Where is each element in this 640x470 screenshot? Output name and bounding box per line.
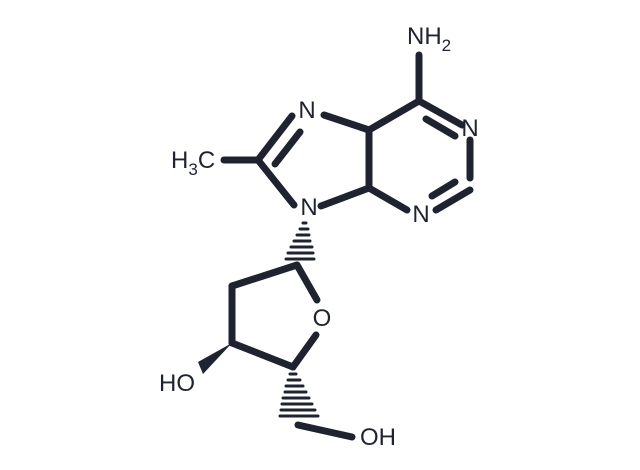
bond-c6-c5 bbox=[365, 97, 423, 134]
amine-label: NH2 bbox=[407, 23, 451, 55]
wedge-c3p-oh bbox=[198, 343, 232, 374]
bond-n7-c8 bbox=[254, 112, 296, 164]
bond-c8-n9 bbox=[254, 156, 298, 209]
bond-n7-c8-inner bbox=[271, 128, 304, 168]
n1-label: N bbox=[461, 115, 478, 142]
bond-c3p-c4p bbox=[228, 339, 297, 371]
bond-c1-c2p bbox=[228, 261, 301, 290]
bond-c2-n3 bbox=[432, 186, 474, 214]
bond-c6-n1-inner bbox=[422, 115, 459, 140]
n7-label: N bbox=[298, 97, 315, 124]
hydroxyl-3-label: HO bbox=[159, 370, 195, 397]
bond-o4p-c1 bbox=[293, 261, 321, 304]
bond-n9-c4 bbox=[317, 184, 373, 210]
ring-oxygen-label: O bbox=[313, 305, 332, 332]
hydroxyl-5-label: OH bbox=[360, 424, 396, 451]
bond-c5p-oh bbox=[294, 421, 356, 441]
methyl-label: H3C bbox=[171, 147, 215, 179]
bond-c6-n1 bbox=[415, 97, 466, 129]
bond-n3-c4 bbox=[365, 184, 411, 214]
hashed-wedge-c4p-c5p bbox=[278, 372, 320, 418]
n9-label: N bbox=[300, 194, 317, 221]
n3-label: N bbox=[412, 201, 429, 228]
hashed-wedge-n9-c1 bbox=[284, 221, 316, 261]
bond-c2-n3-inner bbox=[428, 178, 459, 200]
bond-c4p-o4p bbox=[289, 331, 320, 371]
bond-c5-n7 bbox=[320, 111, 373, 134]
